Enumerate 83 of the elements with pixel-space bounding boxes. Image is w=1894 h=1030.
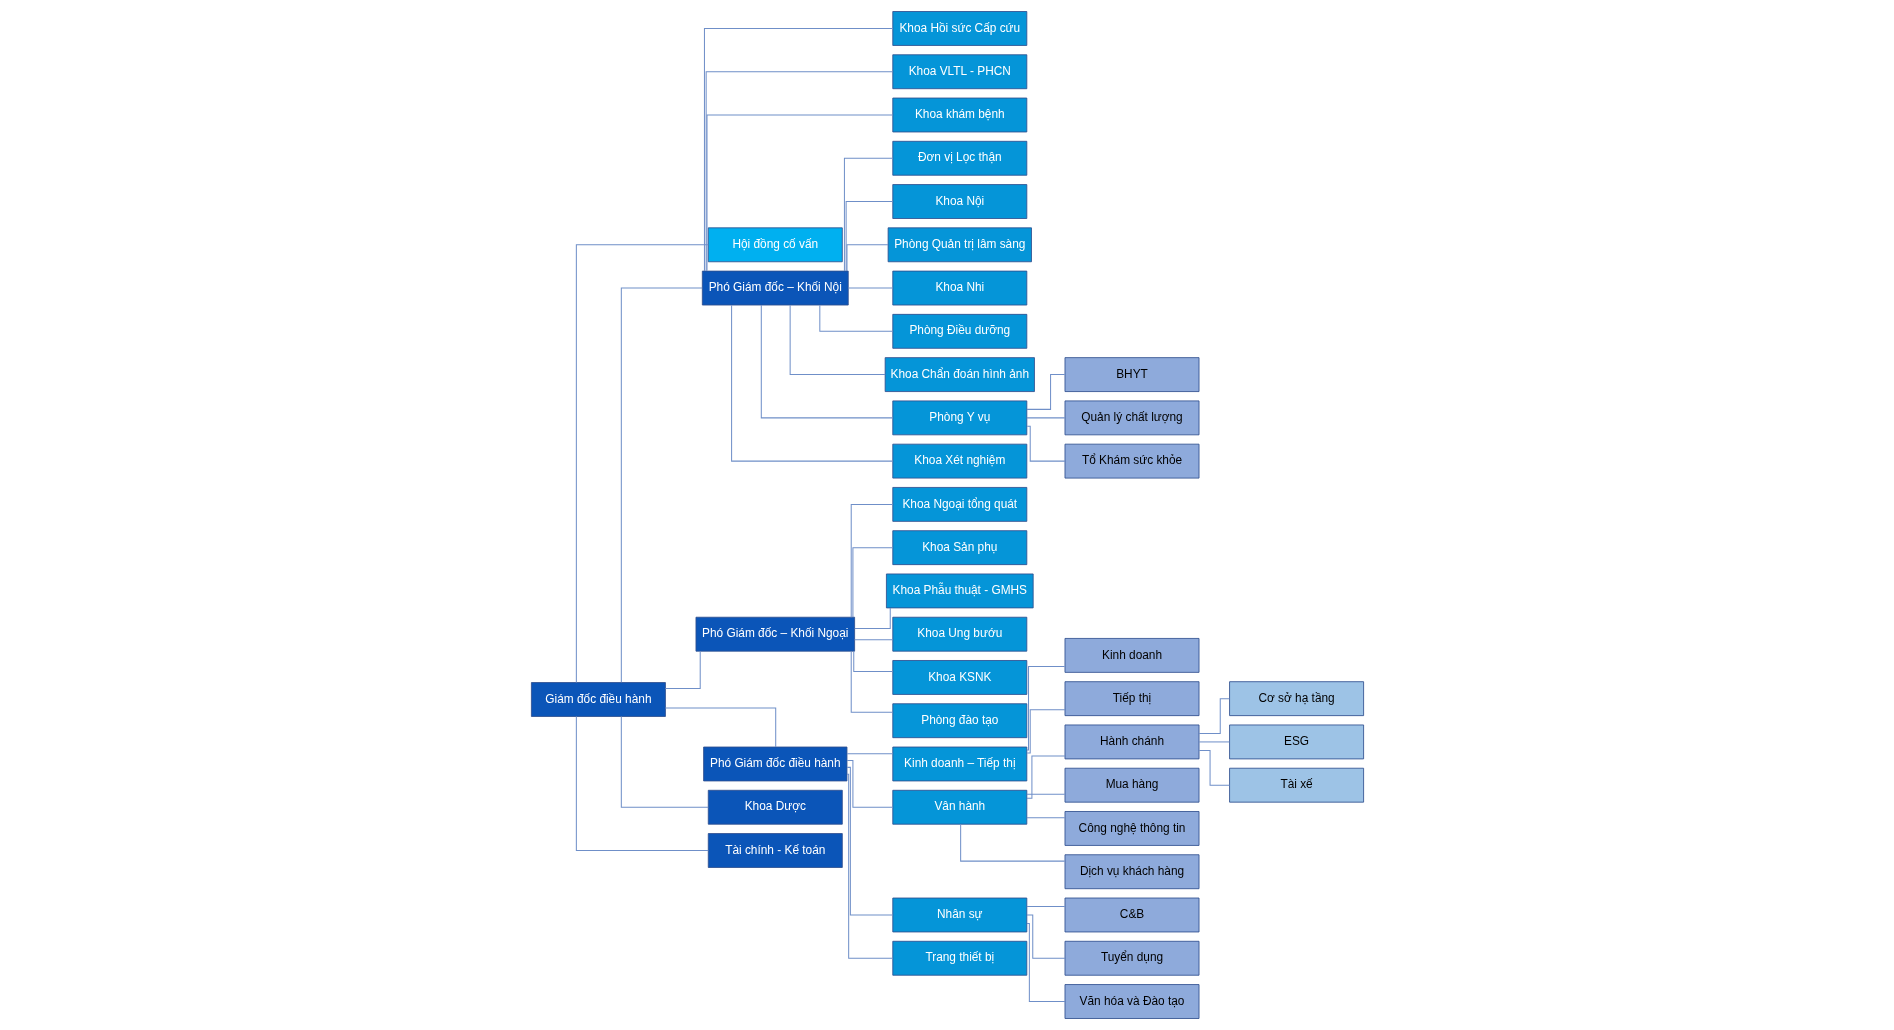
connector [705,71,893,272]
connector [664,650,701,689]
node-box: Cơ sở hạ tầng [1228,681,1364,717]
node-box: Khoa Nhi [891,270,1027,306]
node-box: Tài xế [1228,767,1364,803]
node-box: Văn hóa và Đào tạo [1064,984,1199,1019]
connector [850,651,893,713]
node-box: Tuyển dụng [1064,940,1199,976]
connector [959,823,1065,862]
node-box: Kinh doanh – Tiếp thị [891,746,1027,782]
node-box: Phó Giám đốc – Khối Nội [701,270,849,306]
node-box: Đơn vị Lọc thận [891,140,1027,176]
node-box: Khoa Xét nghiệm [891,443,1027,479]
node-box: Công nghệ thông tin [1064,811,1199,846]
connector [620,716,709,808]
node-box: BHYT [1064,357,1199,392]
connector [1026,709,1065,754]
node-box: Khoa Ngoại tổng quát [891,487,1027,522]
node-box: Khoa Nội [891,184,1027,219]
connector [789,304,886,376]
connector [847,287,893,289]
node-box: Phòng Y vụ [891,400,1027,436]
node-box: Khoa Sản phụ [891,530,1027,566]
connector [818,304,893,332]
connector [845,201,893,272]
node-box: C&B [1064,897,1199,933]
connector [730,304,893,462]
connector [1198,698,1230,734]
connector [843,157,893,272]
node-box: Tài chính - Kế toán [707,833,843,868]
node-box: Kinh doanh [1064,638,1199,673]
node-box: ESG [1228,724,1364,760]
node-box: Mua hàng [1064,767,1199,803]
node-box: Khoa Dược [707,789,843,825]
connector [575,716,709,852]
connector [846,753,893,755]
connector [1025,793,1065,795]
connector [852,650,893,673]
node-box: Hành chánh [1064,724,1199,760]
node-box: Phó Giám đốc điều hành [702,746,847,782]
connector [853,639,893,641]
connector [1198,741,1230,743]
connector [850,503,893,618]
connector [1025,817,1065,819]
connector [1025,755,1065,799]
node-box: Khoa VLTL - PHCN [891,54,1027,90]
connector [706,114,893,272]
connector [851,547,893,618]
node-box: Phòng Quản trị lâm sàng [887,227,1032,263]
node-box: Tổ Khám sức khỏe [1064,443,1199,479]
node-box: Phòng Điều dưỡng [891,313,1027,349]
node-box: Khoa KSNK [891,660,1027,695]
connector [1025,417,1065,419]
connector [845,244,889,272]
node-box: Khoa Hồi sức Cấp cứu [891,11,1027,46]
connector [760,304,893,419]
connector [846,760,893,808]
connector [1026,665,1065,751]
node-box: Khoa Phẫu thuật - GMHS [885,573,1034,609]
connector [846,773,893,959]
node-box: Dịch vụ khách hàng [1064,854,1199,890]
node-box: Tiếp thị [1064,681,1199,717]
node-box: Phó Giám đốc – Khối Ngoại [695,616,855,652]
node-box: Khoa Ung bướu [891,616,1027,652]
node-box: Hội đồng cố vấn [707,227,843,263]
connector [1025,374,1065,410]
node-box: Giám đốc điều hành [530,682,666,717]
connector [1026,922,1065,1003]
connector [1026,914,1065,959]
node-box: Khoa Chẩn đoán hình ảnh [884,357,1035,392]
connector [1025,906,1065,907]
node-box: Trang thiết bị [891,940,1027,976]
node-box: Vân hành [891,789,1027,825]
connector [620,287,703,683]
connector [853,607,891,630]
connector [703,27,893,272]
connector [846,766,893,916]
node-box: Nhân sự [891,897,1027,933]
node-box: Phòng đào tạo [891,703,1027,739]
node-box: Khoa khám bệnh [891,97,1027,133]
connector [664,707,776,748]
node-box: Quản lý chất lượng [1064,400,1199,436]
connector [1026,425,1065,462]
